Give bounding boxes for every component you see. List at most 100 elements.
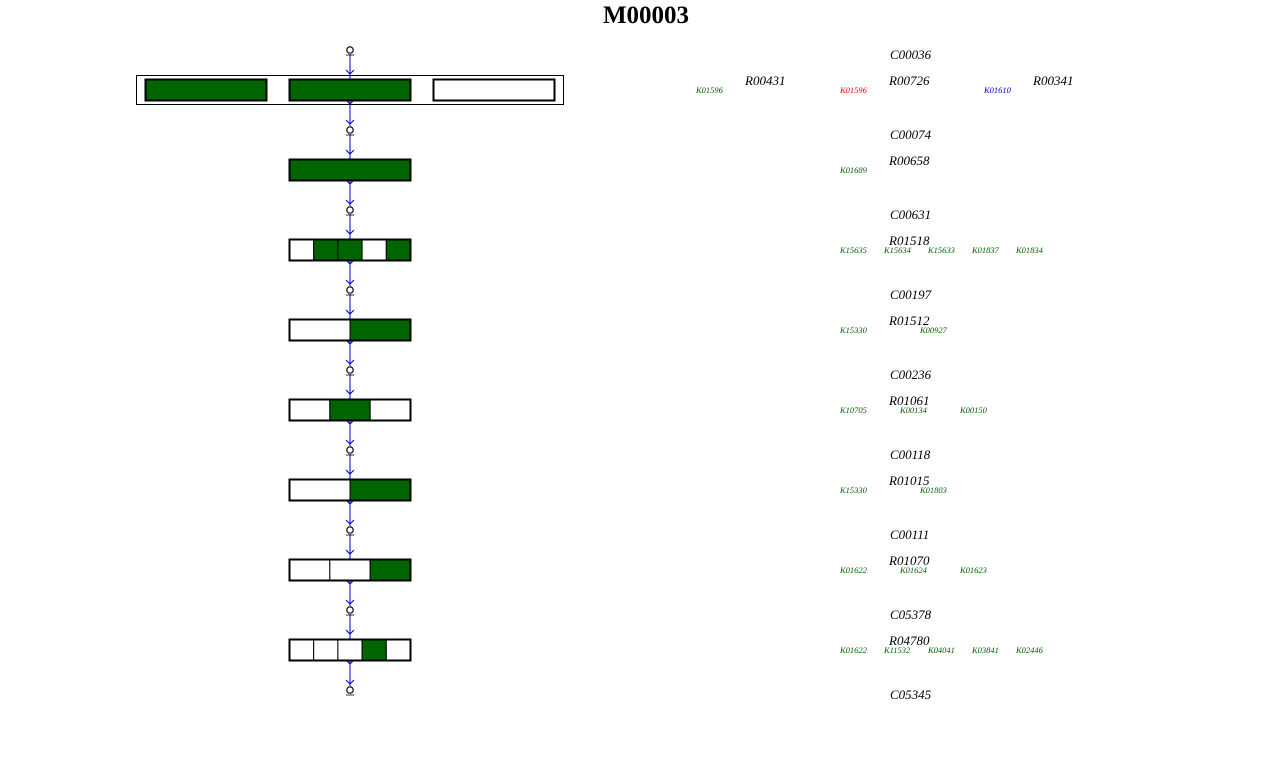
compound-label[interactable]: C00197 — [890, 287, 932, 302]
compound-node — [346, 526, 354, 534]
ko-cell — [361, 639, 387, 661]
reaction-label[interactable]: R00431 — [745, 73, 786, 88]
ko-label[interactable]: K11532 — [884, 645, 911, 655]
reaction-label[interactable]: R01518 — [889, 233, 930, 248]
ko-label[interactable]: K01623 — [960, 565, 987, 575]
ko-cell — [289, 319, 351, 341]
reaction-label[interactable]: R01070 — [889, 553, 930, 568]
ko-cell — [385, 239, 411, 261]
step-group-frame — [136, 75, 564, 105]
reaction-label[interactable]: R00341 — [1033, 73, 1074, 88]
ko-cell — [289, 239, 315, 261]
reaction-box — [288, 478, 412, 502]
ko-cell — [313, 239, 339, 261]
ko-label[interactable]: K03841 — [972, 645, 999, 655]
compound-label[interactable]: C00236 — [890, 367, 932, 382]
ko-label[interactable]: K01834 — [1016, 245, 1043, 255]
reaction-box — [144, 78, 268, 102]
compound-node — [346, 366, 354, 374]
ko-cell — [329, 559, 371, 581]
compound-node — [346, 686, 354, 694]
ko-cell — [289, 479, 351, 501]
arrow-head — [345, 149, 355, 155]
compound-label[interactable]: C00074 — [890, 127, 932, 142]
arrow-head — [345, 599, 355, 605]
ko-label[interactable]: K00150 — [960, 405, 987, 415]
ko-cell — [337, 239, 363, 261]
ko-label[interactable]: K01624 — [900, 565, 927, 575]
compound-node — [346, 446, 354, 454]
ko-cell — [385, 639, 411, 661]
reaction-label[interactable]: R00726 — [889, 73, 930, 88]
ko-cell — [145, 79, 267, 101]
arrow-head — [345, 629, 355, 635]
arrow-head — [345, 389, 355, 395]
ko-label[interactable]: K02446 — [1016, 645, 1043, 655]
arrow-head — [345, 549, 355, 555]
reaction-label[interactable]: R01061 — [889, 393, 930, 408]
ko-cell — [313, 639, 339, 661]
ko-cell — [369, 559, 411, 581]
compound-node — [346, 606, 354, 614]
arrow-head — [345, 119, 355, 125]
reaction-box — [288, 158, 412, 182]
ko-cell — [289, 79, 411, 101]
ko-cell — [289, 399, 331, 421]
compound-label[interactable]: C00036 — [890, 47, 932, 62]
ko-label[interactable]: K10705 — [840, 405, 867, 415]
ko-cell — [349, 479, 411, 501]
ko-cell — [337, 639, 363, 661]
compound-node — [346, 126, 354, 134]
arrow-head — [345, 679, 355, 685]
compound-node — [346, 46, 354, 54]
compound-label[interactable]: C00631 — [890, 207, 932, 222]
compound-node — [346, 286, 354, 294]
ko-cell — [433, 79, 555, 101]
ko-label[interactable]: K01596 — [840, 85, 867, 95]
ko-label[interactable]: K15330 — [840, 325, 867, 335]
ko-label[interactable]: K01622 — [840, 565, 867, 575]
arrow-head — [345, 279, 355, 285]
reaction-box — [432, 78, 556, 102]
ko-label[interactable]: K01622 — [840, 645, 867, 655]
compound-label[interactable]: C00118 — [890, 447, 931, 462]
arrow-head — [345, 229, 355, 235]
reaction-box — [288, 318, 412, 342]
reaction-box — [288, 558, 412, 582]
ko-cell — [289, 159, 411, 181]
ko-label[interactable]: K01803 — [920, 485, 947, 495]
ko-cell — [361, 239, 387, 261]
reaction-label[interactable]: R00658 — [889, 153, 930, 168]
ko-label[interactable]: K15330 — [840, 485, 867, 495]
ko-label[interactable]: K00927 — [920, 325, 947, 335]
compound-label[interactable]: C05345 — [890, 687, 932, 702]
reaction-label[interactable]: R04780 — [889, 633, 930, 648]
arrow-head — [345, 359, 355, 365]
compound-node — [346, 206, 354, 214]
reaction-label[interactable]: R01512 — [889, 313, 930, 328]
arrow-head — [345, 519, 355, 525]
reaction-box — [288, 638, 412, 662]
arrow-head — [345, 199, 355, 205]
ko-label[interactable]: K15633 — [928, 245, 955, 255]
arrow-head — [345, 309, 355, 315]
arrow-head — [345, 439, 355, 445]
ko-label[interactable]: K15634 — [884, 245, 911, 255]
reaction-box — [288, 398, 412, 422]
ko-label[interactable]: K01610 — [984, 85, 1011, 95]
ko-label[interactable]: K01689 — [840, 165, 867, 175]
compound-label[interactable]: C00111 — [890, 527, 930, 542]
ko-label[interactable]: K04041 — [928, 645, 955, 655]
arrow-head — [345, 469, 355, 475]
reaction-box — [288, 238, 412, 262]
compound-label[interactable]: C05378 — [890, 607, 932, 622]
ko-cell — [289, 559, 331, 581]
ko-label[interactable]: K15635 — [840, 245, 867, 255]
ko-cell — [289, 639, 315, 661]
ko-label[interactable]: K00134 — [900, 405, 927, 415]
ko-label[interactable]: K01837 — [972, 245, 999, 255]
reaction-label[interactable]: R01015 — [889, 473, 930, 488]
ko-label[interactable]: K01596 — [696, 85, 723, 95]
arrow-head — [345, 69, 355, 75]
